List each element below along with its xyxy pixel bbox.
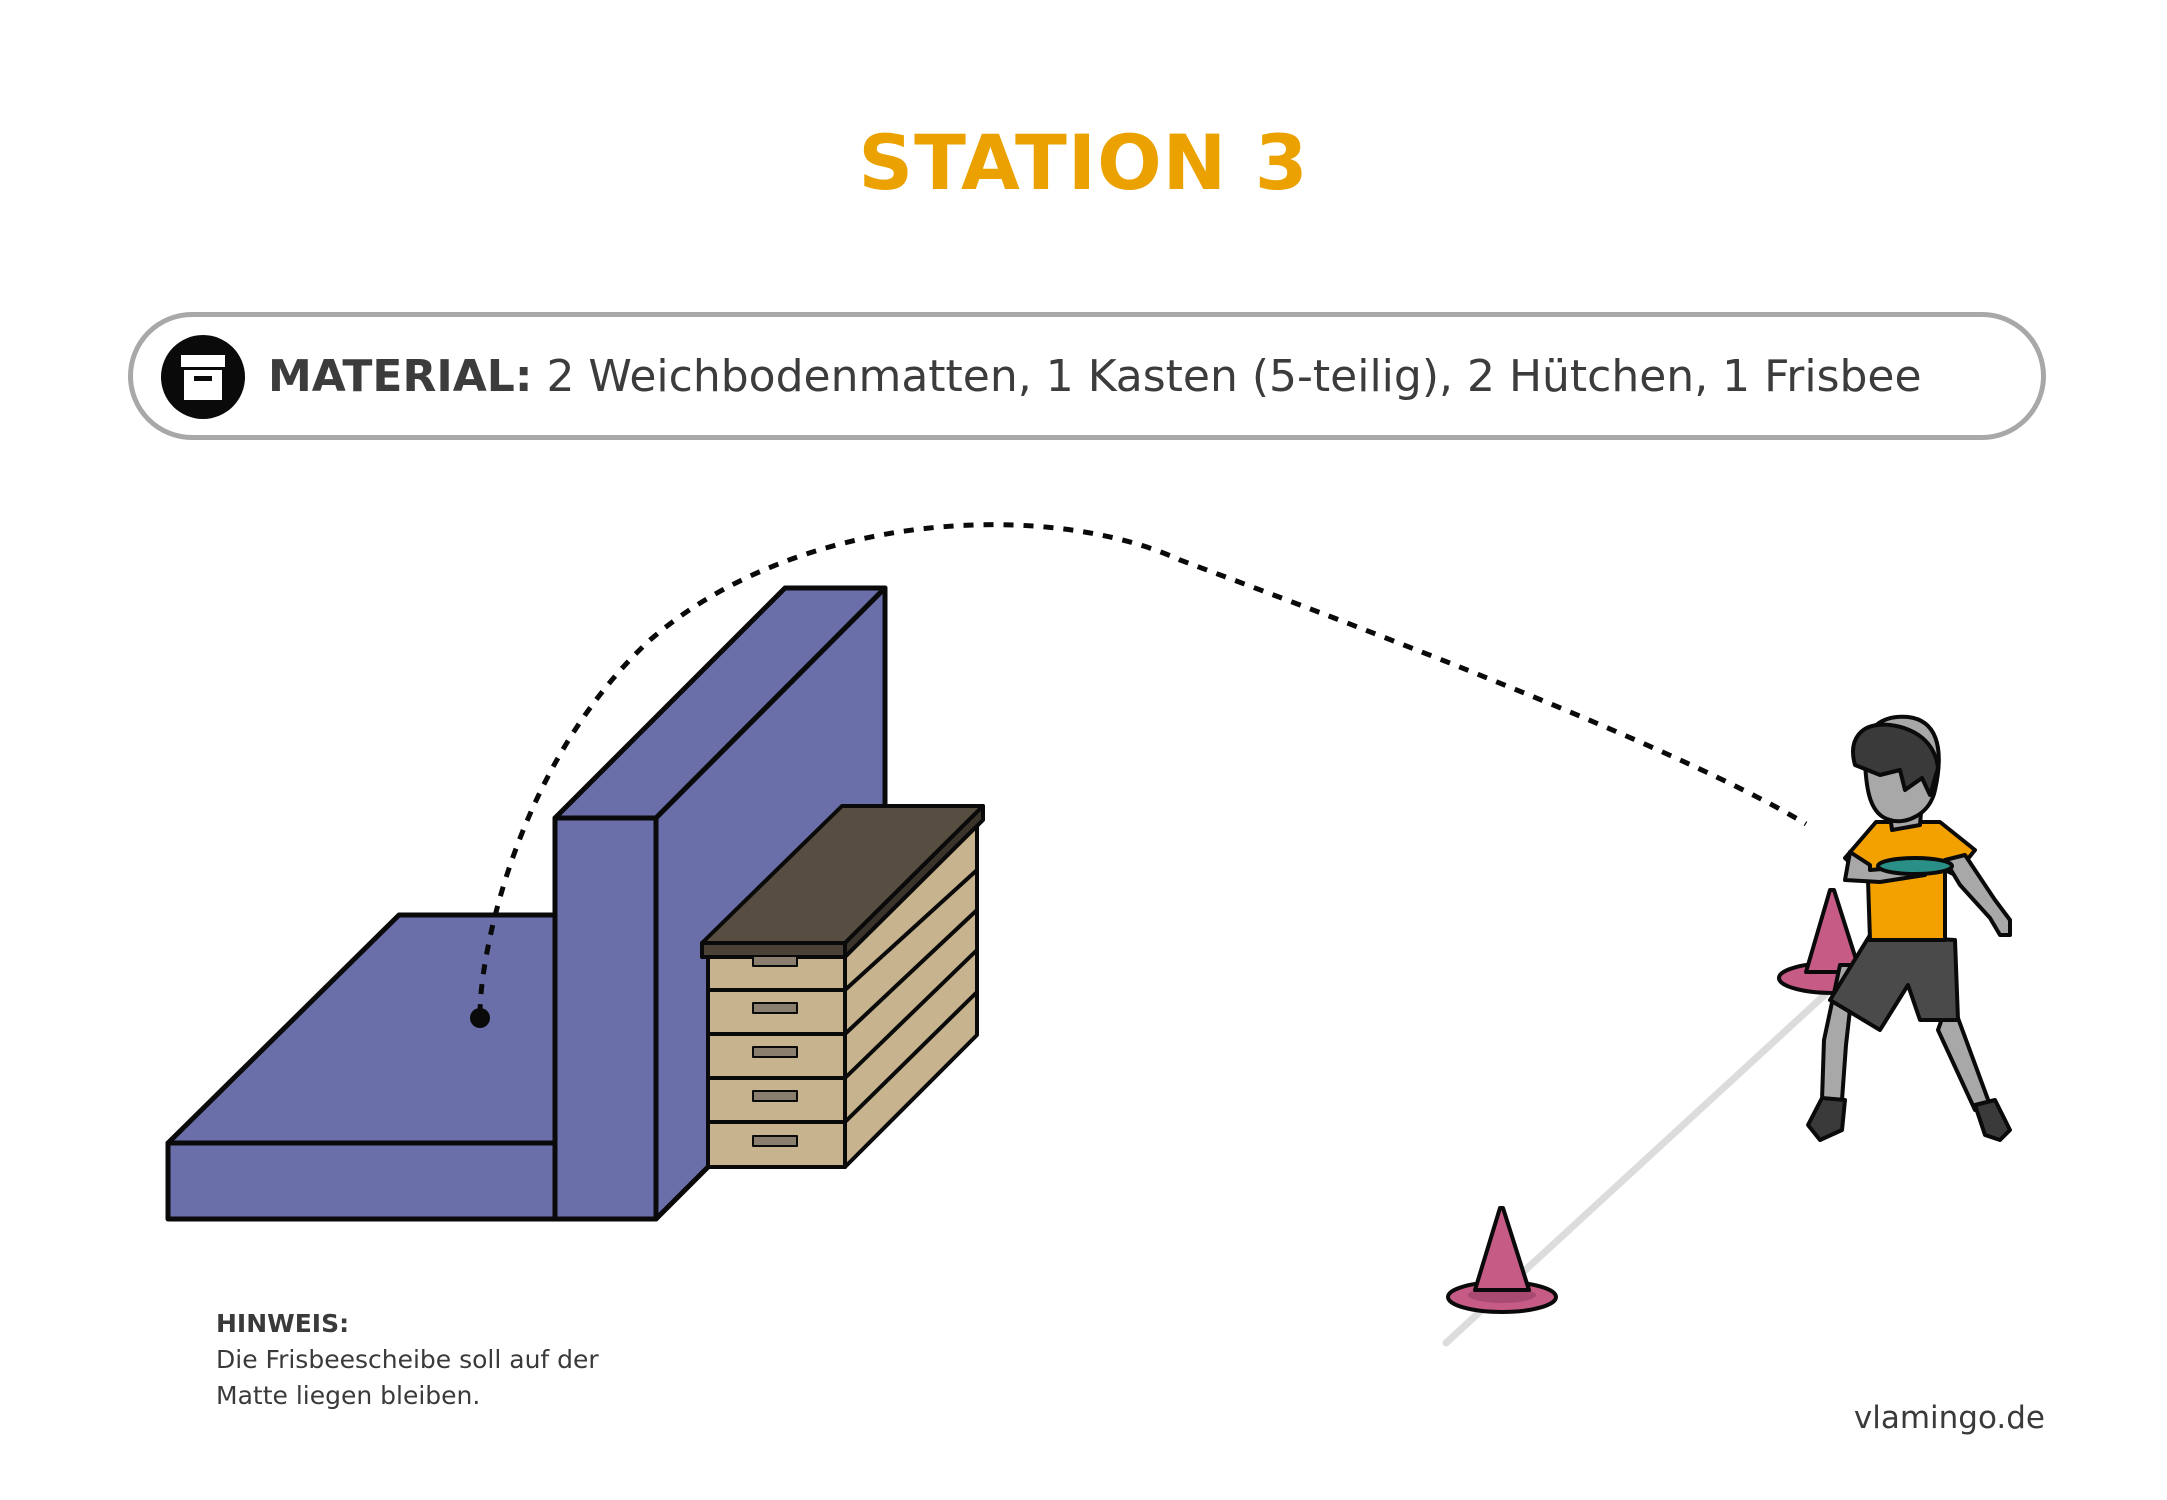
material-box: MATERIAL: 2 Weichbodenmatten, 1 Kasten (… bbox=[128, 312, 2046, 440]
material-text: MATERIAL: 2 Weichbodenmatten, 1 Kasten (… bbox=[268, 351, 1922, 402]
hint-note: HINWEIS: Die Frisbeescheibe soll auf der… bbox=[216, 1306, 636, 1414]
hint-text: Die Frisbeescheibe soll auf der Matte li… bbox=[216, 1345, 599, 1410]
material-label: MATERIAL: bbox=[268, 351, 533, 402]
child-figure bbox=[1806, 714, 2012, 1142]
hint-title: HINWEIS: bbox=[216, 1309, 350, 1338]
material-list: 2 Weichbodenmatten, 1 Kasten (5-teilig),… bbox=[546, 351, 1922, 402]
footer-brand: vlamingo.de bbox=[1853, 1400, 2045, 1436]
throw-trajectory bbox=[477, 522, 1808, 1015]
archive-box-icon bbox=[161, 335, 245, 419]
frisbee bbox=[1876, 856, 1954, 876]
landing-point bbox=[470, 1008, 490, 1028]
lying-soft-mat bbox=[165, 912, 563, 1222]
vaulting-box bbox=[700, 804, 985, 1169]
page-title: STATION 3 bbox=[858, 118, 1309, 207]
cone-front bbox=[1446, 1206, 1558, 1314]
